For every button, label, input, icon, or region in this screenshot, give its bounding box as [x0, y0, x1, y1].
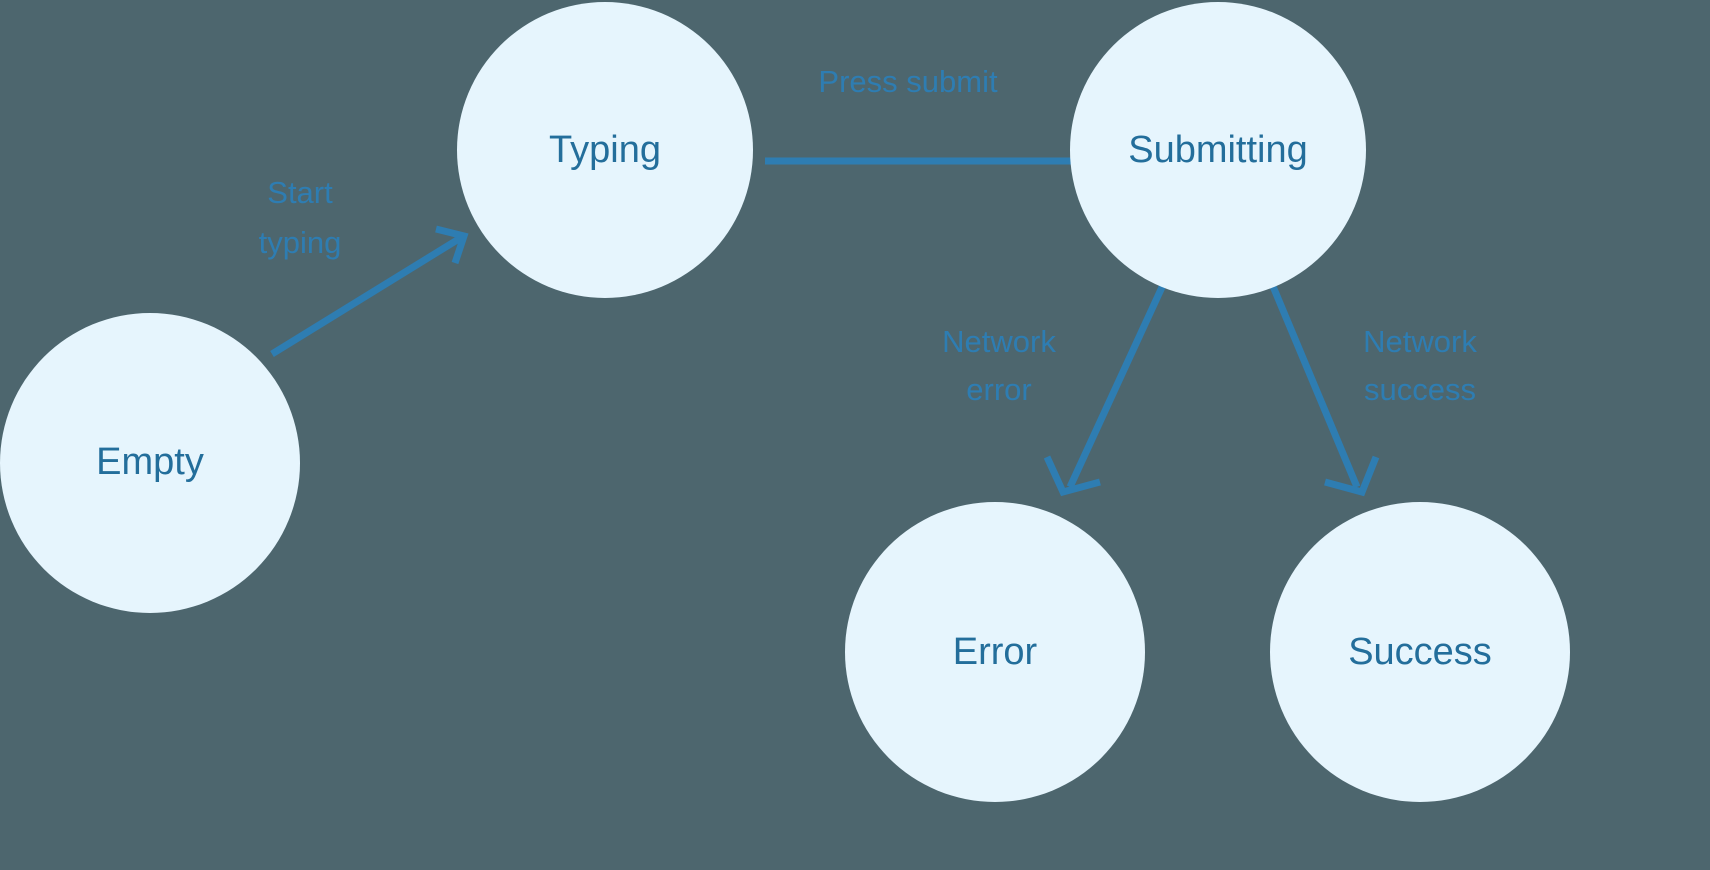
- edge-label-press-submit-line1: Press submit: [818, 64, 998, 99]
- edge-submitting-to-error-arrowhead: [1043, 455, 1101, 497]
- edge-label-start-typing-line1: Start: [267, 175, 333, 210]
- state-node-submitting[interactable]: Submitting: [1070, 2, 1366, 298]
- state-node-typing[interactable]: Typing: [457, 2, 753, 298]
- state-node-empty-circle[interactable]: [0, 313, 300, 613]
- edge-submitting-to-success: [1268, 282, 1380, 497]
- edge-submitting-to-success-line: [1268, 282, 1361, 489]
- state-node-error[interactable]: Error: [845, 502, 1145, 802]
- state-node-empty-label: Empty: [96, 441, 204, 483]
- edge-label-network-error-line1: Network: [942, 324, 1056, 359]
- edge-empty-to-typing: [270, 225, 469, 357]
- edge-label-network-success-line1: Network: [1363, 324, 1477, 359]
- edge-label-network-error: Network error: [942, 324, 1056, 407]
- edge-label-network-error-line2: error: [966, 372, 1031, 407]
- edge-label-start-typing: Start typing: [259, 175, 342, 260]
- edge-empty-to-typing-arrowhead: [435, 225, 469, 265]
- state-node-error-label: Error: [953, 631, 1038, 673]
- state-node-empty[interactable]: Empty: [0, 313, 300, 613]
- edge-empty-to-typing-line: [270, 234, 464, 357]
- edge-submitting-to-error-line: [1066, 283, 1167, 489]
- state-node-success-label: Success: [1348, 631, 1492, 673]
- state-node-success[interactable]: Success: [1270, 502, 1570, 802]
- edge-label-network-success: Network success: [1363, 324, 1477, 407]
- edge-submitting-to-success-arrowhead: [1324, 455, 1380, 497]
- state-node-submitting-circle[interactable]: [1070, 2, 1366, 298]
- edge-submitting-to-error: [1043, 283, 1167, 497]
- state-node-submitting-label: Submitting: [1128, 129, 1308, 171]
- state-node-typing-circle[interactable]: [457, 2, 753, 298]
- state-node-error-circle[interactable]: [845, 502, 1145, 802]
- state-node-success-circle[interactable]: [1270, 502, 1570, 802]
- state-node-typing-label: Typing: [549, 129, 661, 171]
- edge-label-press-submit: Press submit: [818, 64, 998, 99]
- edge-label-start-typing-line2: typing: [259, 225, 342, 260]
- edge-label-network-success-line2: success: [1364, 372, 1476, 407]
